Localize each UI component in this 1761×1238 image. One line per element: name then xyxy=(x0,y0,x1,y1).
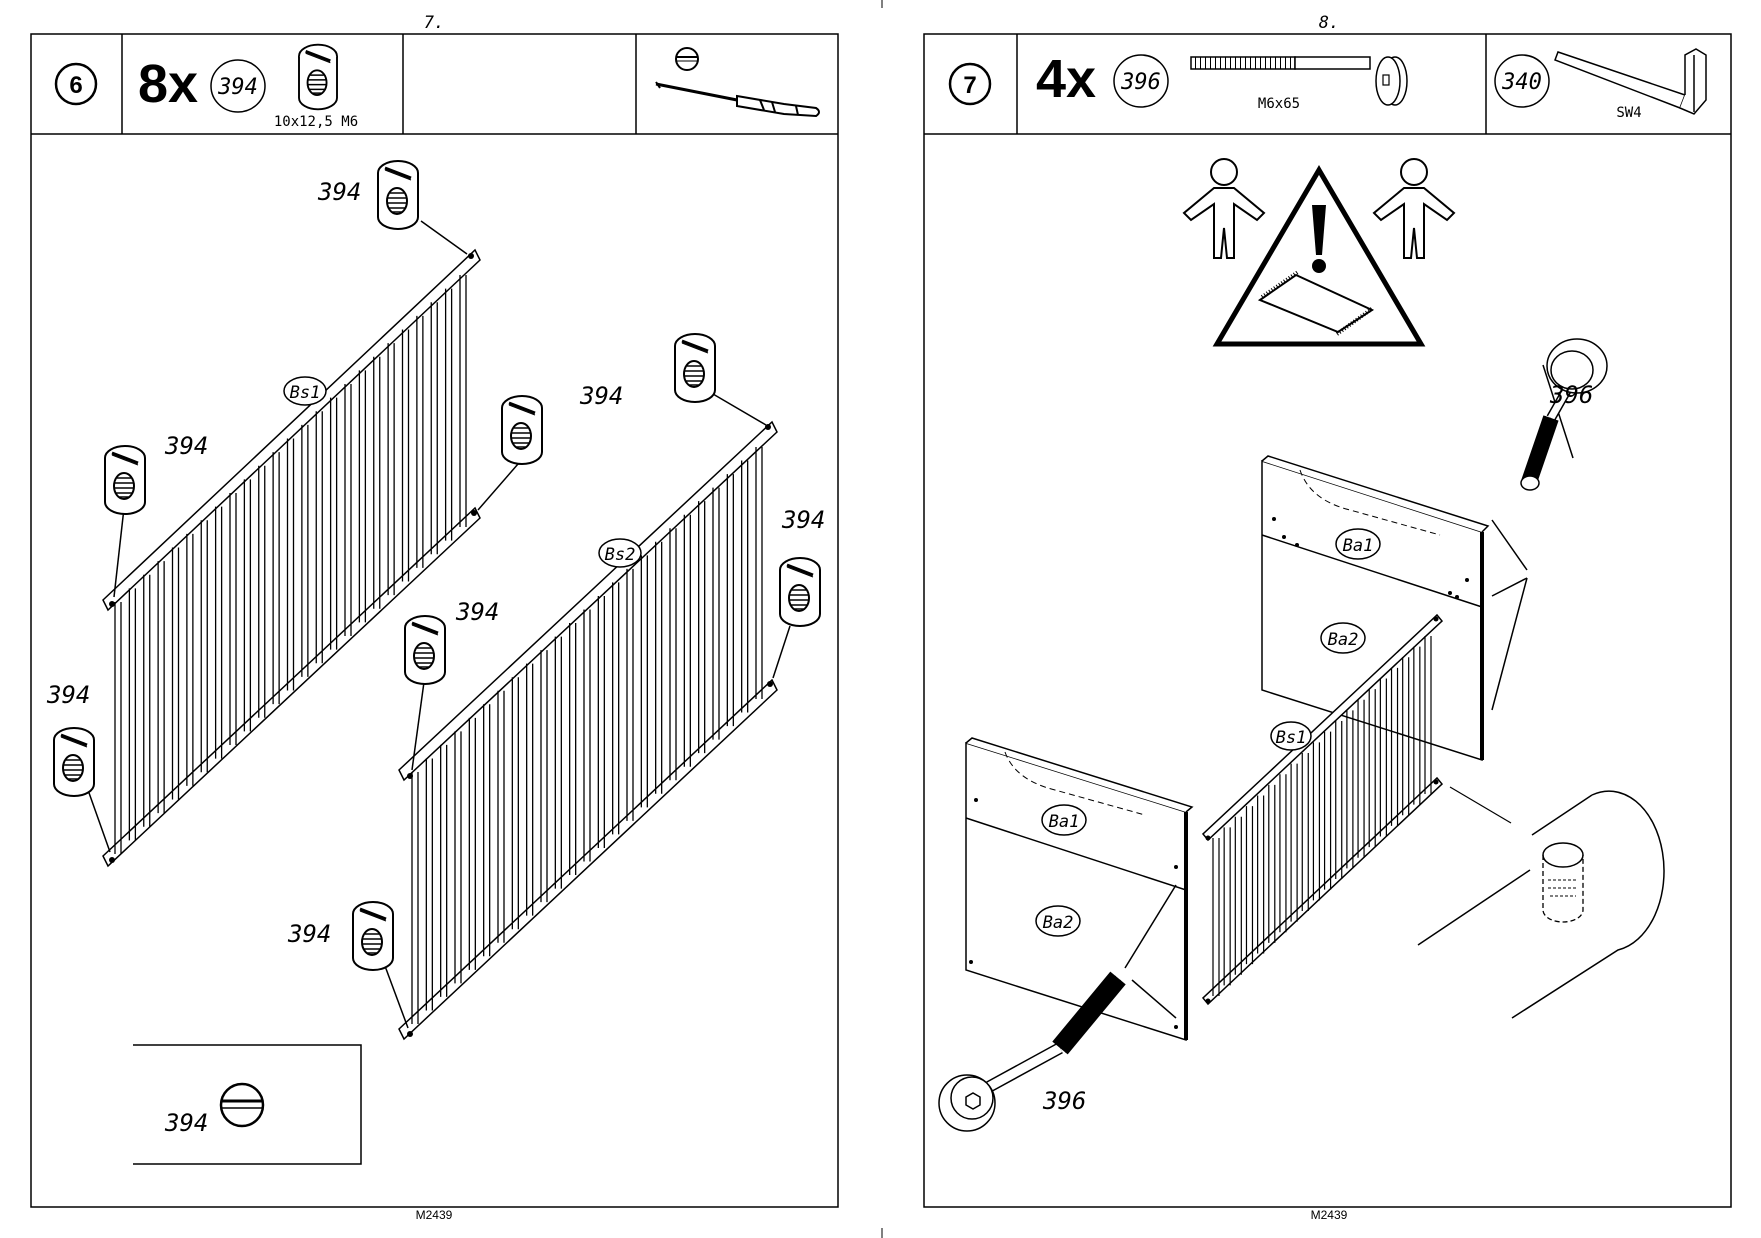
rail-label: Bs1 xyxy=(1276,728,1307,748)
page-frame xyxy=(923,33,1732,1208)
part-id: 394 xyxy=(217,75,258,100)
step-badge xyxy=(948,62,992,106)
callout: 394 xyxy=(317,178,361,206)
part-id: 396 xyxy=(1120,70,1161,95)
label-bubble xyxy=(598,538,642,568)
page-number: 8. xyxy=(1319,13,1339,33)
cross-dowel-icon xyxy=(52,726,96,798)
cross-dowel-icon xyxy=(351,900,395,972)
step-number: 6 xyxy=(69,72,82,99)
quantity: 4x xyxy=(1036,49,1096,109)
cross-dowel-icon xyxy=(673,332,717,404)
cross-dowel-icon xyxy=(297,43,339,111)
panel-back: Ba1 Ba2 xyxy=(1261,455,1490,762)
footer-code: M2439 xyxy=(1311,1208,1348,1222)
step-badge xyxy=(54,62,98,106)
callout: 394 xyxy=(287,920,331,948)
cross-dowel-icon xyxy=(376,159,420,231)
part-spec: 10x12,5 M6 xyxy=(274,114,358,130)
inset-detail: 394 xyxy=(133,1044,362,1165)
cross-dowel-icon xyxy=(778,556,822,628)
part-spec: M6x65 xyxy=(1258,96,1300,112)
panel-front: Ba1 Ba2 xyxy=(965,737,1194,1042)
two-person-warning-icon xyxy=(1183,158,1455,347)
tool-spec: SW4 xyxy=(1616,105,1641,121)
rail-bs1: Bs1 xyxy=(102,248,481,868)
rail-label: Bs1 xyxy=(290,383,321,403)
page-frame xyxy=(30,33,839,1208)
cross-dowel-icon xyxy=(103,444,147,516)
quantity: 8x xyxy=(138,54,198,114)
callout: 396 xyxy=(1042,1087,1086,1115)
cross-dowel-icon xyxy=(403,614,447,686)
callout: 394 xyxy=(455,598,499,626)
bolt-icon xyxy=(1190,56,1408,106)
callout: 394 xyxy=(164,432,208,460)
callout: 394 xyxy=(579,382,623,410)
panel-label: Ba1 xyxy=(1343,536,1374,556)
detail-zoom xyxy=(1417,786,1665,1019)
right-page: 8. 7 4x 396 M6x65 340 SW4 xyxy=(923,13,1732,1222)
callout: 394 xyxy=(781,506,825,534)
panel-label: Ba2 xyxy=(1328,630,1359,650)
tool-id: 340 xyxy=(1501,70,1542,95)
left-page: 7. 6 8x 394 10x12,5 M6 xyxy=(30,0,883,1238)
screwdriver-icon xyxy=(655,47,820,118)
callout: 394 xyxy=(46,681,90,709)
tool-badge xyxy=(1494,54,1550,108)
bolt-lower xyxy=(938,884,1177,1132)
rail-bs1: Bs1 xyxy=(1201,613,1444,1006)
rail-label: Bs2 xyxy=(605,545,636,565)
hex-key-icon xyxy=(1554,48,1707,115)
rail-bs2: Bs2 xyxy=(398,420,778,1041)
footer-code: M2439 xyxy=(416,1208,453,1222)
part-badge xyxy=(1113,54,1169,108)
step-number: 7 xyxy=(963,72,976,99)
callout: 396 xyxy=(1549,381,1593,409)
panel-label: Ba2 xyxy=(1043,913,1074,933)
cross-dowel-icon xyxy=(500,394,544,466)
inset-callout: 394 xyxy=(164,1109,208,1137)
panel-label: Ba1 xyxy=(1049,812,1080,832)
label-bubble xyxy=(283,376,327,406)
page-number: 7. xyxy=(424,13,444,33)
part-badge xyxy=(210,59,266,113)
bolt-upper xyxy=(1491,338,1608,711)
